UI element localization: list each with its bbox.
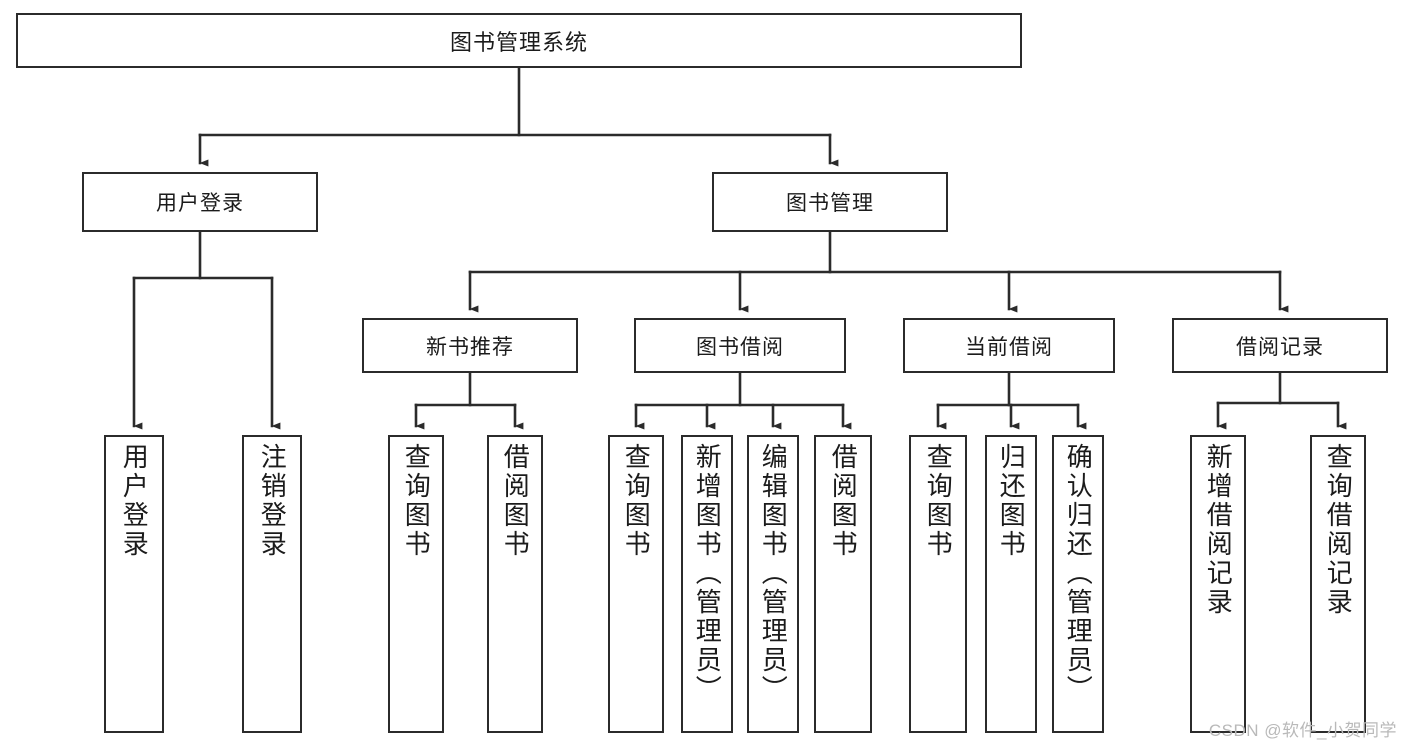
- node-leaf-confirm-return-label: 确认归还（管理员）: [1063, 443, 1094, 704]
- node-leaf-query-book-1-label: 查询图书: [401, 443, 432, 559]
- node-leaf-query-book-2[interactable]: 查询图书: [608, 435, 664, 733]
- node-leaf-query-book-1[interactable]: 查询图书: [388, 435, 444, 733]
- node-leaf-add-record-label: 新增借阅记录: [1203, 443, 1234, 617]
- node-book-manage[interactable]: 图书管理: [712, 172, 948, 232]
- node-root-label: 图书管理系统: [449, 29, 588, 55]
- node-leaf-borrow-book-2[interactable]: 借阅图书: [814, 435, 872, 733]
- node-leaf-add-book-label: 新增图书（管理员）: [692, 443, 723, 704]
- node-leaf-query-record[interactable]: 查询借阅记录: [1310, 435, 1366, 733]
- node-current-borrow-label: 当前借阅: [965, 335, 1053, 359]
- node-leaf-edit-book-label: 编辑图书（管理员）: [758, 443, 789, 704]
- node-leaf-return-book-label: 归还图书: [996, 443, 1027, 559]
- node-leaf-query-record-label: 查询借阅记录: [1323, 443, 1354, 617]
- node-leaf-borrow-book-2-label: 借阅图书: [828, 443, 859, 559]
- node-user-login[interactable]: 用户登录: [82, 172, 318, 232]
- node-leaf-query-book-2-label: 查询图书: [621, 443, 652, 559]
- node-book-manage-label: 图书管理: [786, 192, 874, 215]
- node-leaf-user-login-label: 用户登录: [119, 443, 150, 559]
- node-borrow-record-label: 借阅记录: [1236, 335, 1324, 359]
- node-book-borrow[interactable]: 图书借阅: [634, 318, 846, 373]
- node-leaf-logout[interactable]: 注销登录: [242, 435, 302, 733]
- node-user-login-label: 用户登录: [156, 192, 244, 215]
- node-leaf-user-login[interactable]: 用户登录: [104, 435, 164, 733]
- node-leaf-add-record[interactable]: 新增借阅记录: [1190, 435, 1246, 733]
- watermark-text: CSDN @软件_小贺同学: [1208, 721, 1397, 740]
- node-new-book-recommend[interactable]: 新书推荐: [362, 318, 578, 373]
- node-borrow-record[interactable]: 借阅记录: [1172, 318, 1388, 373]
- node-leaf-query-book-3-label: 查询图书: [923, 443, 954, 559]
- node-new-book-recommend-label: 新书推荐: [426, 335, 514, 359]
- node-leaf-return-book[interactable]: 归还图书: [985, 435, 1037, 733]
- node-leaf-logout-label: 注销登录: [257, 443, 288, 559]
- node-book-borrow-label: 图书借阅: [696, 335, 784, 359]
- node-leaf-borrow-book-1-label: 借阅图书: [500, 443, 531, 559]
- node-leaf-borrow-book-1[interactable]: 借阅图书: [487, 435, 543, 733]
- node-leaf-edit-book[interactable]: 编辑图书（管理员）: [747, 435, 799, 733]
- node-root[interactable]: 图书管理系统: [16, 13, 1022, 68]
- node-leaf-query-book-3[interactable]: 查询图书: [909, 435, 967, 733]
- node-current-borrow[interactable]: 当前借阅: [903, 318, 1115, 373]
- node-leaf-add-book[interactable]: 新增图书（管理员）: [681, 435, 733, 733]
- node-leaf-confirm-return[interactable]: 确认归还（管理员）: [1052, 435, 1104, 733]
